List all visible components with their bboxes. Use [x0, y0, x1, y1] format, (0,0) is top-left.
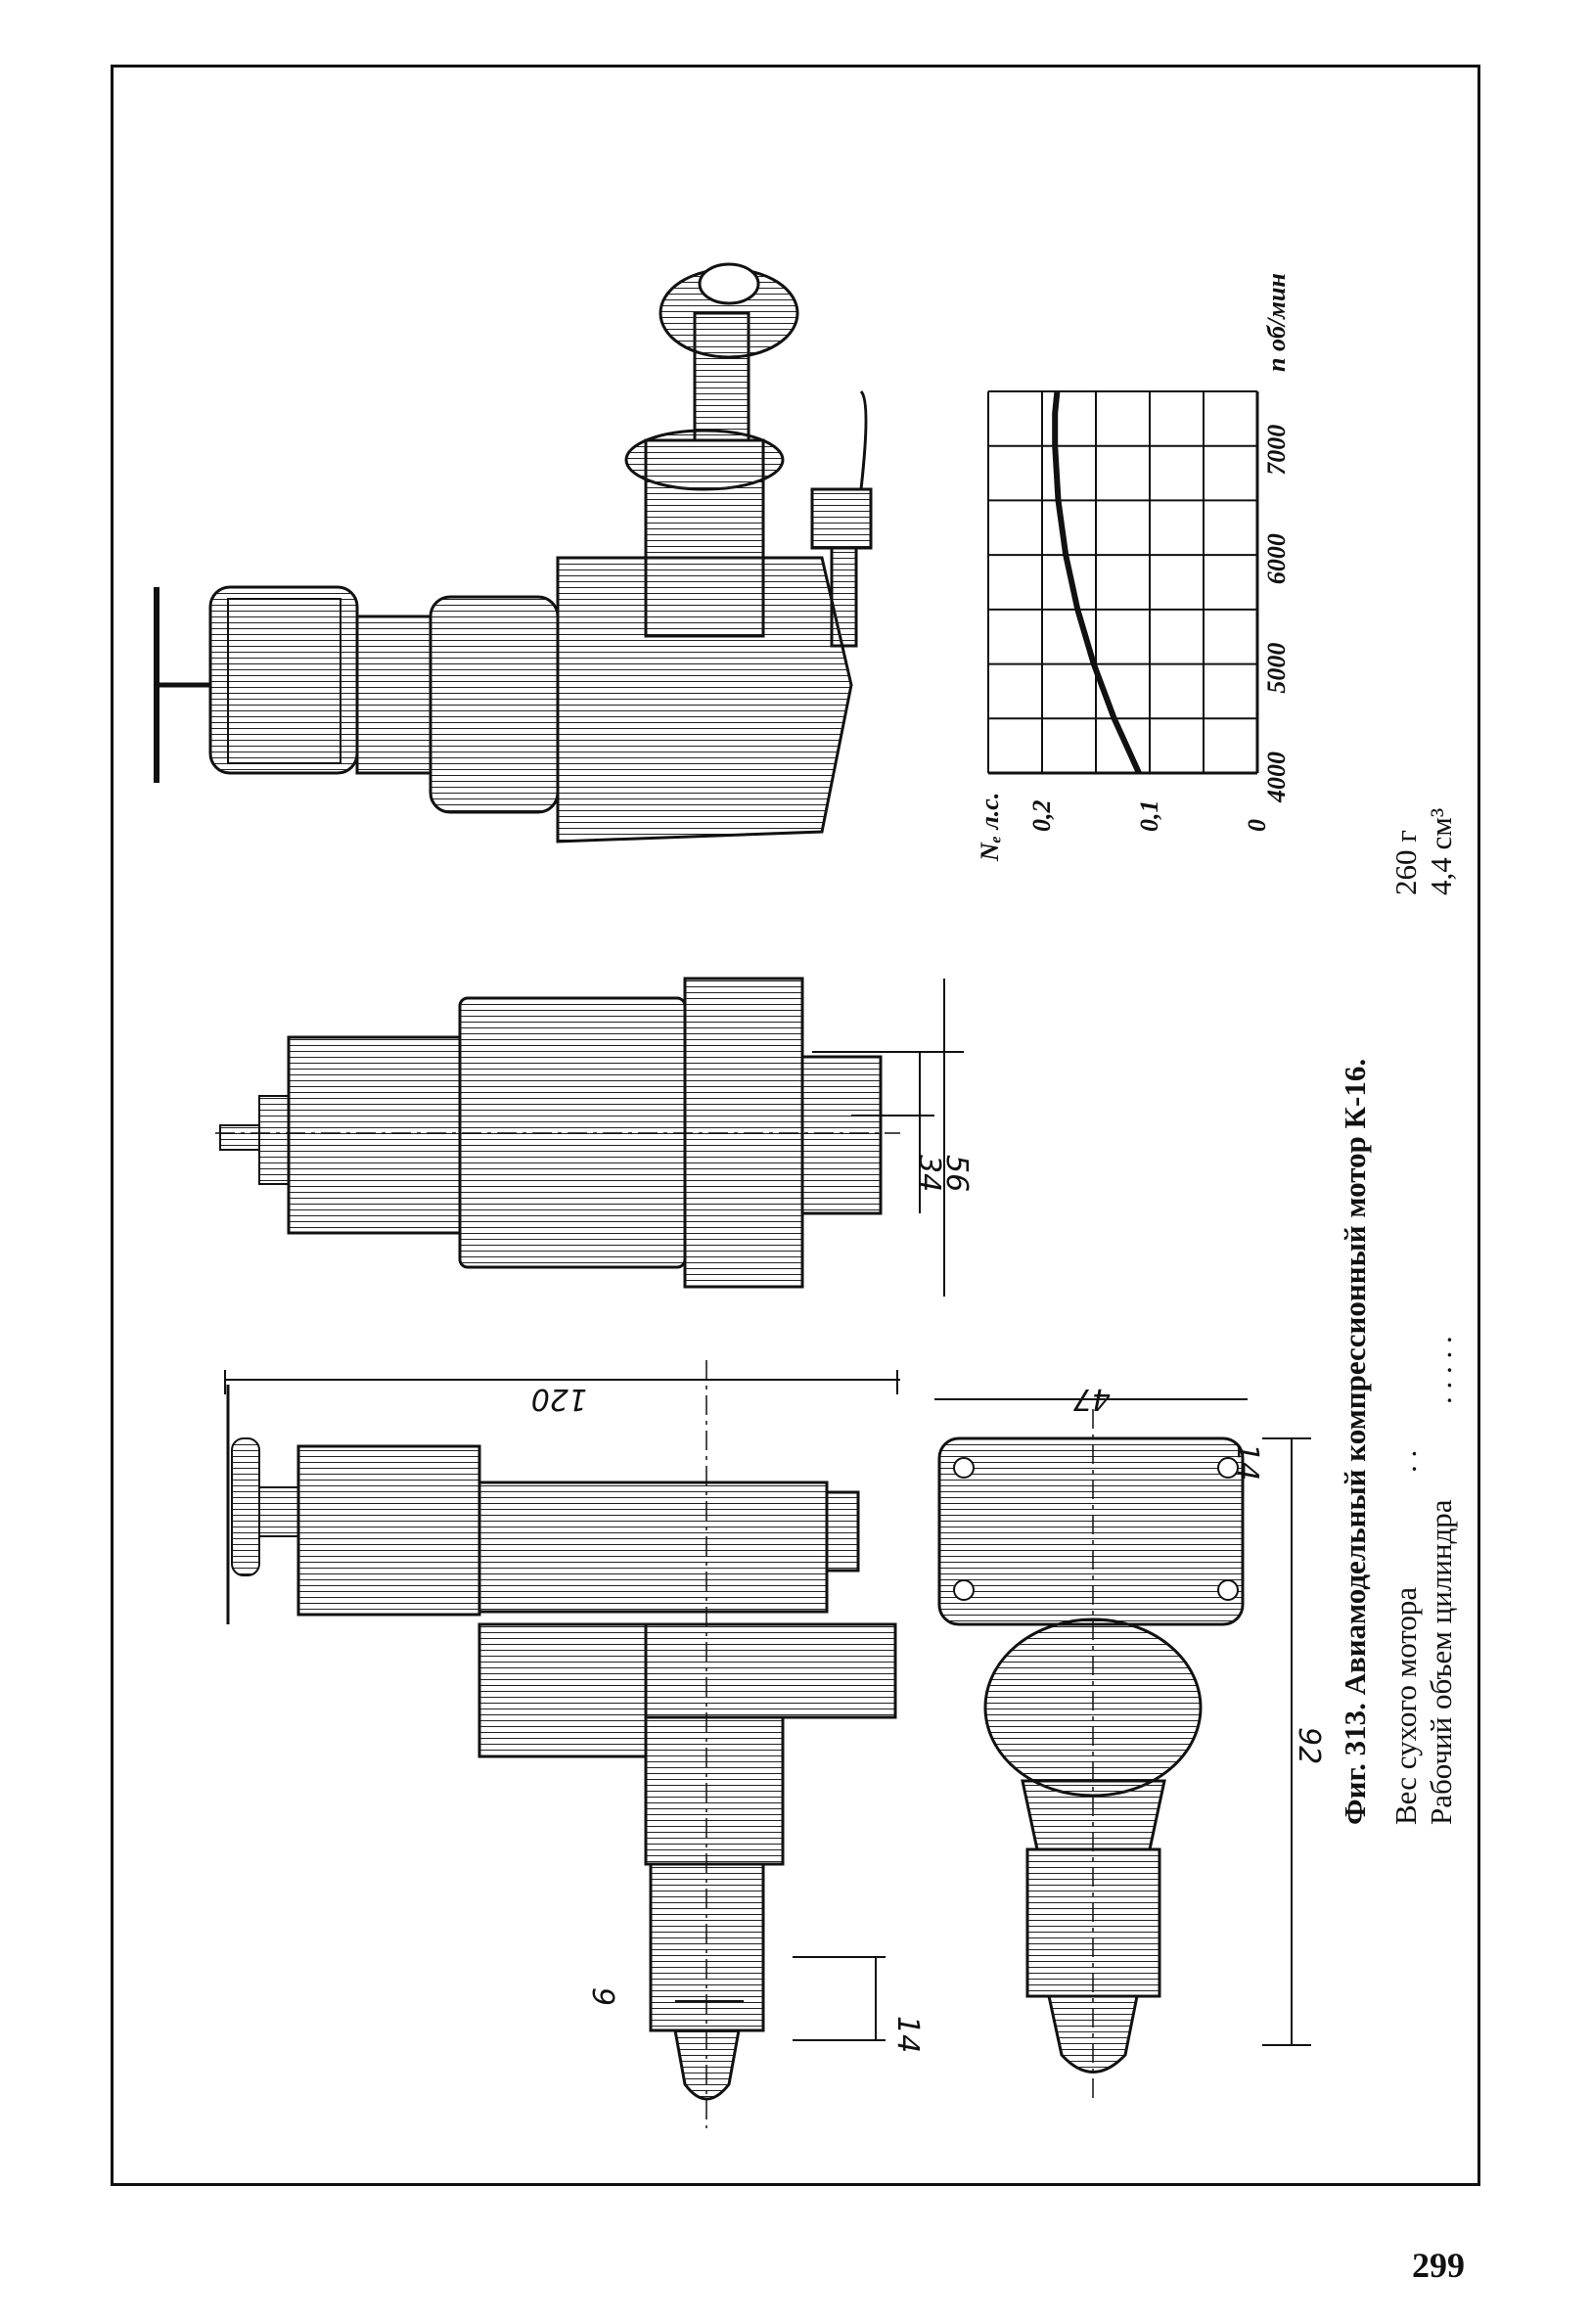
spec-volume-dots: . . . . .	[1424, 1336, 1458, 1404]
chart-y-tick-label: 0,2	[1027, 800, 1056, 833]
engine-perspective-illustration	[154, 262, 873, 843]
dim-length: 120	[531, 1382, 587, 1416]
chart-series-line	[1052, 390, 1142, 775]
caption-title: Фиг. 313. Авиамодельный компрессионный м…	[1338, 1059, 1372, 1825]
spec-weight-label: Вес сухого мотора	[1388, 1587, 1423, 1825]
page-frame	[111, 65, 1480, 2186]
chart-x-ticks: 4000 5000 6000 7000	[1262, 425, 1291, 803]
chart-y-ticks: 0 0,1 0,2	[1027, 800, 1271, 833]
chart-x-tick-label: 7000	[1262, 425, 1291, 476]
chart-x-label: n об/мин	[1262, 273, 1291, 372]
dim-shaft-diameter: 6	[588, 1987, 622, 2006]
power-chart: 4000 5000 6000 7000 0 0,1 0,2 n об/мин Nₑ л.с…	[976, 273, 1291, 862]
spec-volume-label: Рабочий объем цилиндра	[1424, 1499, 1458, 1825]
dim-mount-offset: 14	[1230, 1443, 1264, 1481]
chart-y-tick-label: 0,1	[1135, 800, 1163, 833]
dim-mount-spacing: 34	[912, 1155, 946, 1192]
chart-y-label: Nₑ л.с.	[976, 793, 1004, 862]
spec-volume-value: 4,4 см³	[1424, 808, 1458, 895]
caption: Фиг. 313. Авиамодельный компрессионный м…	[1338, 808, 1458, 1825]
dim-hub-length: 14	[890, 2016, 925, 2053]
dim-crankcase-width: 47	[1073, 1382, 1111, 1416]
top-view-drawing	[215, 977, 964, 1297]
spec-weight-value: 260 г	[1388, 830, 1423, 895]
front-view-drawing	[934, 1398, 1311, 2104]
dim-overall-height: 92	[1292, 1727, 1326, 1764]
dim-mount-width: 56	[939, 1155, 974, 1192]
chart-x-tick-label: 5000	[1262, 643, 1291, 694]
page-number: 299	[1412, 2246, 1465, 2285]
chart-grid	[987, 390, 1259, 775]
chart-x-tick-label: 4000	[1262, 752, 1291, 803]
spec-weight-dots: . .	[1388, 1450, 1423, 1473]
chart-x-tick-label: 6000	[1262, 533, 1291, 584]
chart-y-tick-label: 0	[1243, 819, 1271, 832]
side-view-drawing	[224, 1360, 900, 2128]
